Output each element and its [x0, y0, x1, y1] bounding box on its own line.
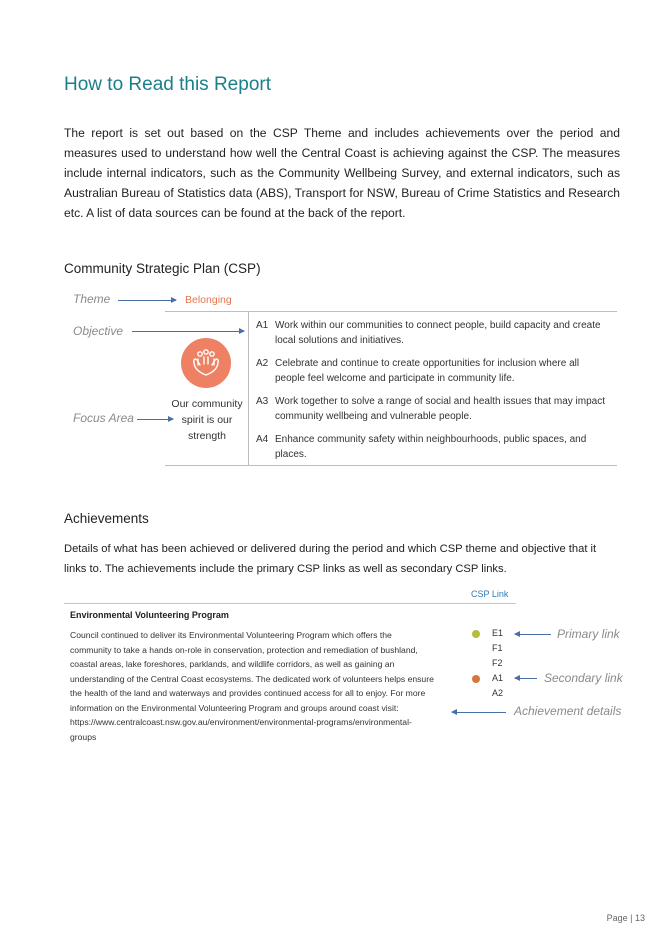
program-line: the health of the land and waterways and… [70, 688, 426, 698]
objective-text-a2: Celebrate and continue to create opportu… [275, 358, 580, 384]
link-code-e1: E1 [492, 628, 504, 638]
objective-text-a1: Work within our communities to connect p… [275, 320, 601, 346]
csp-top-rule [165, 311, 617, 312]
people-heart-icon [181, 338, 231, 388]
link-code-f1: F1 [492, 643, 503, 653]
program-line: groups [70, 731, 97, 742]
intro-paragraph: The report is set out based on the CSP T… [64, 126, 620, 220]
objective-code-a4: A4 [256, 434, 269, 445]
link-code-a1: A1 [492, 673, 504, 683]
objective-text-a4: Enhance community safety within neighbou… [275, 434, 587, 460]
focus-line-3: strength [188, 430, 226, 442]
link-code-f2: F2 [492, 658, 503, 668]
theme-label: Theme [73, 292, 111, 306]
focus-line-1: Our community [171, 398, 243, 410]
objective-arrow [132, 328, 245, 334]
objective-code-a3: A3 [256, 396, 269, 407]
objective-label: Objective [73, 324, 124, 338]
achievement-details-arrow [451, 709, 506, 715]
program-line: https://www.centralcoast.nsw.gov.au/envi… [70, 717, 412, 727]
theme-arrow [118, 297, 177, 303]
program-line: understanding of the Central Coast ecosy… [70, 673, 434, 684]
csp-divider [248, 312, 249, 466]
csp-bottom-rule [165, 465, 617, 466]
achievement-details-callout: Achievement details [514, 704, 622, 718]
theme-name: Belonging [185, 294, 232, 306]
primary-link-callout: Primary link [557, 627, 620, 641]
program-title: Environmental Volunteering Program [70, 610, 229, 620]
objective-text-a3: Work together to solve a range of social… [275, 396, 605, 422]
secondary-link-arrow [514, 675, 537, 681]
achievement-top-rule [64, 603, 516, 604]
page-number: Page | 13 [606, 913, 645, 923]
program-line: coastal areas, lake foreshores, parkland… [70, 659, 395, 669]
primary-link-arrow [514, 631, 551, 637]
csp-link-header: CSP Link [471, 589, 509, 599]
objective-code-a2: A2 [256, 358, 269, 369]
csp-heading: Community Strategic Plan (CSP) [64, 261, 261, 276]
secondary-link-dot [472, 675, 480, 683]
objective-code-a1: A1 [256, 320, 269, 331]
link-code-a2: A2 [492, 688, 504, 698]
focus-area-text: Our community spirit is our strength [167, 396, 247, 444]
focus-area-arrow [137, 416, 174, 422]
program-description: Council continued to deliver its Environ… [70, 628, 456, 744]
page-title: How to Read this Report [64, 74, 271, 95]
program-line: information on the Environmental Volunte… [70, 702, 399, 713]
program-line: community to take a hands on-role in con… [70, 644, 418, 655]
secondary-link-callout: Secondary link [544, 671, 623, 685]
focus-line-2: spirit is our [181, 414, 233, 426]
achievements-heading: Achievements [64, 511, 149, 526]
primary-link-dot [472, 630, 480, 638]
achievements-description: Details of what has been achieved or del… [64, 543, 597, 575]
program-line: Council continued to deliver its Environ… [70, 630, 392, 640]
focus-area-label: Focus Area [73, 411, 134, 425]
